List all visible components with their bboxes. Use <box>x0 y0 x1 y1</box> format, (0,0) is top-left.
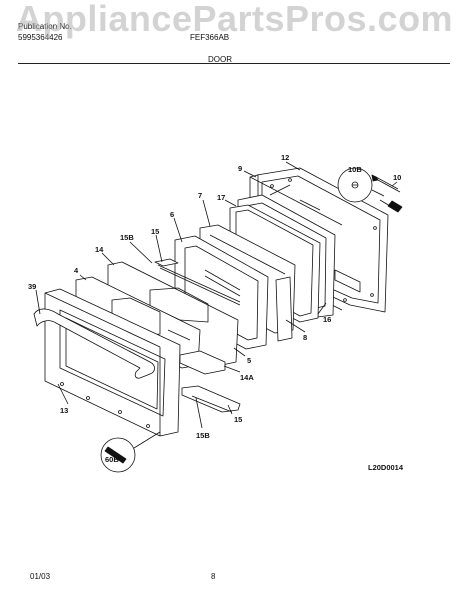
callout-6: 6 <box>170 210 174 219</box>
callout-13: 13 <box>60 406 68 415</box>
callout-9: 9 <box>238 164 242 173</box>
screw-inset-top <box>337 167 385 203</box>
footer-date: 01/03 <box>30 572 51 581</box>
side-spacer <box>275 276 293 342</box>
leader-lines <box>35 161 398 429</box>
callout-8: 8 <box>303 333 307 342</box>
section-title: DOOR <box>208 55 232 64</box>
callout-15b-bottom: 15B <box>196 431 210 440</box>
callout-7: 7 <box>198 191 202 200</box>
publication-label: Publication No. <box>18 22 72 31</box>
callout-60b: 60B <box>105 455 119 464</box>
callout-17: 17 <box>217 193 225 202</box>
screw-rod <box>371 174 403 213</box>
callout-14a: 14A <box>240 373 254 382</box>
drawing-id: L20D0014 <box>368 463 404 472</box>
callout-15-top: 15 <box>151 227 159 236</box>
screw-inset-bottom <box>100 431 161 473</box>
callout-39: 39 <box>28 282 36 291</box>
header-rule <box>18 63 450 64</box>
publication-number: 5995364426 <box>18 33 63 42</box>
callout-10: 10 <box>393 173 401 182</box>
bottom-trim <box>179 350 226 375</box>
model-number: FEF366AB <box>190 33 230 42</box>
callout-16: 16 <box>323 315 331 324</box>
callout-labels: 12 9 10B 10 17 7 6 15 15B 14 4 39 16 8 5… <box>28 153 401 464</box>
page-number: 8 <box>211 572 216 581</box>
callout-15-bottom: 15 <box>234 415 242 424</box>
callout-10b: 10B <box>348 165 362 174</box>
callout-4: 4 <box>74 266 79 275</box>
door-handle <box>33 308 155 379</box>
callout-5: 5 <box>247 356 251 365</box>
callout-14: 14 <box>95 245 104 254</box>
bottom-glass-clip <box>181 385 241 413</box>
callout-12: 12 <box>281 153 289 162</box>
callout-15b-top: 15B <box>120 233 134 242</box>
top-glass-clip <box>154 258 241 306</box>
